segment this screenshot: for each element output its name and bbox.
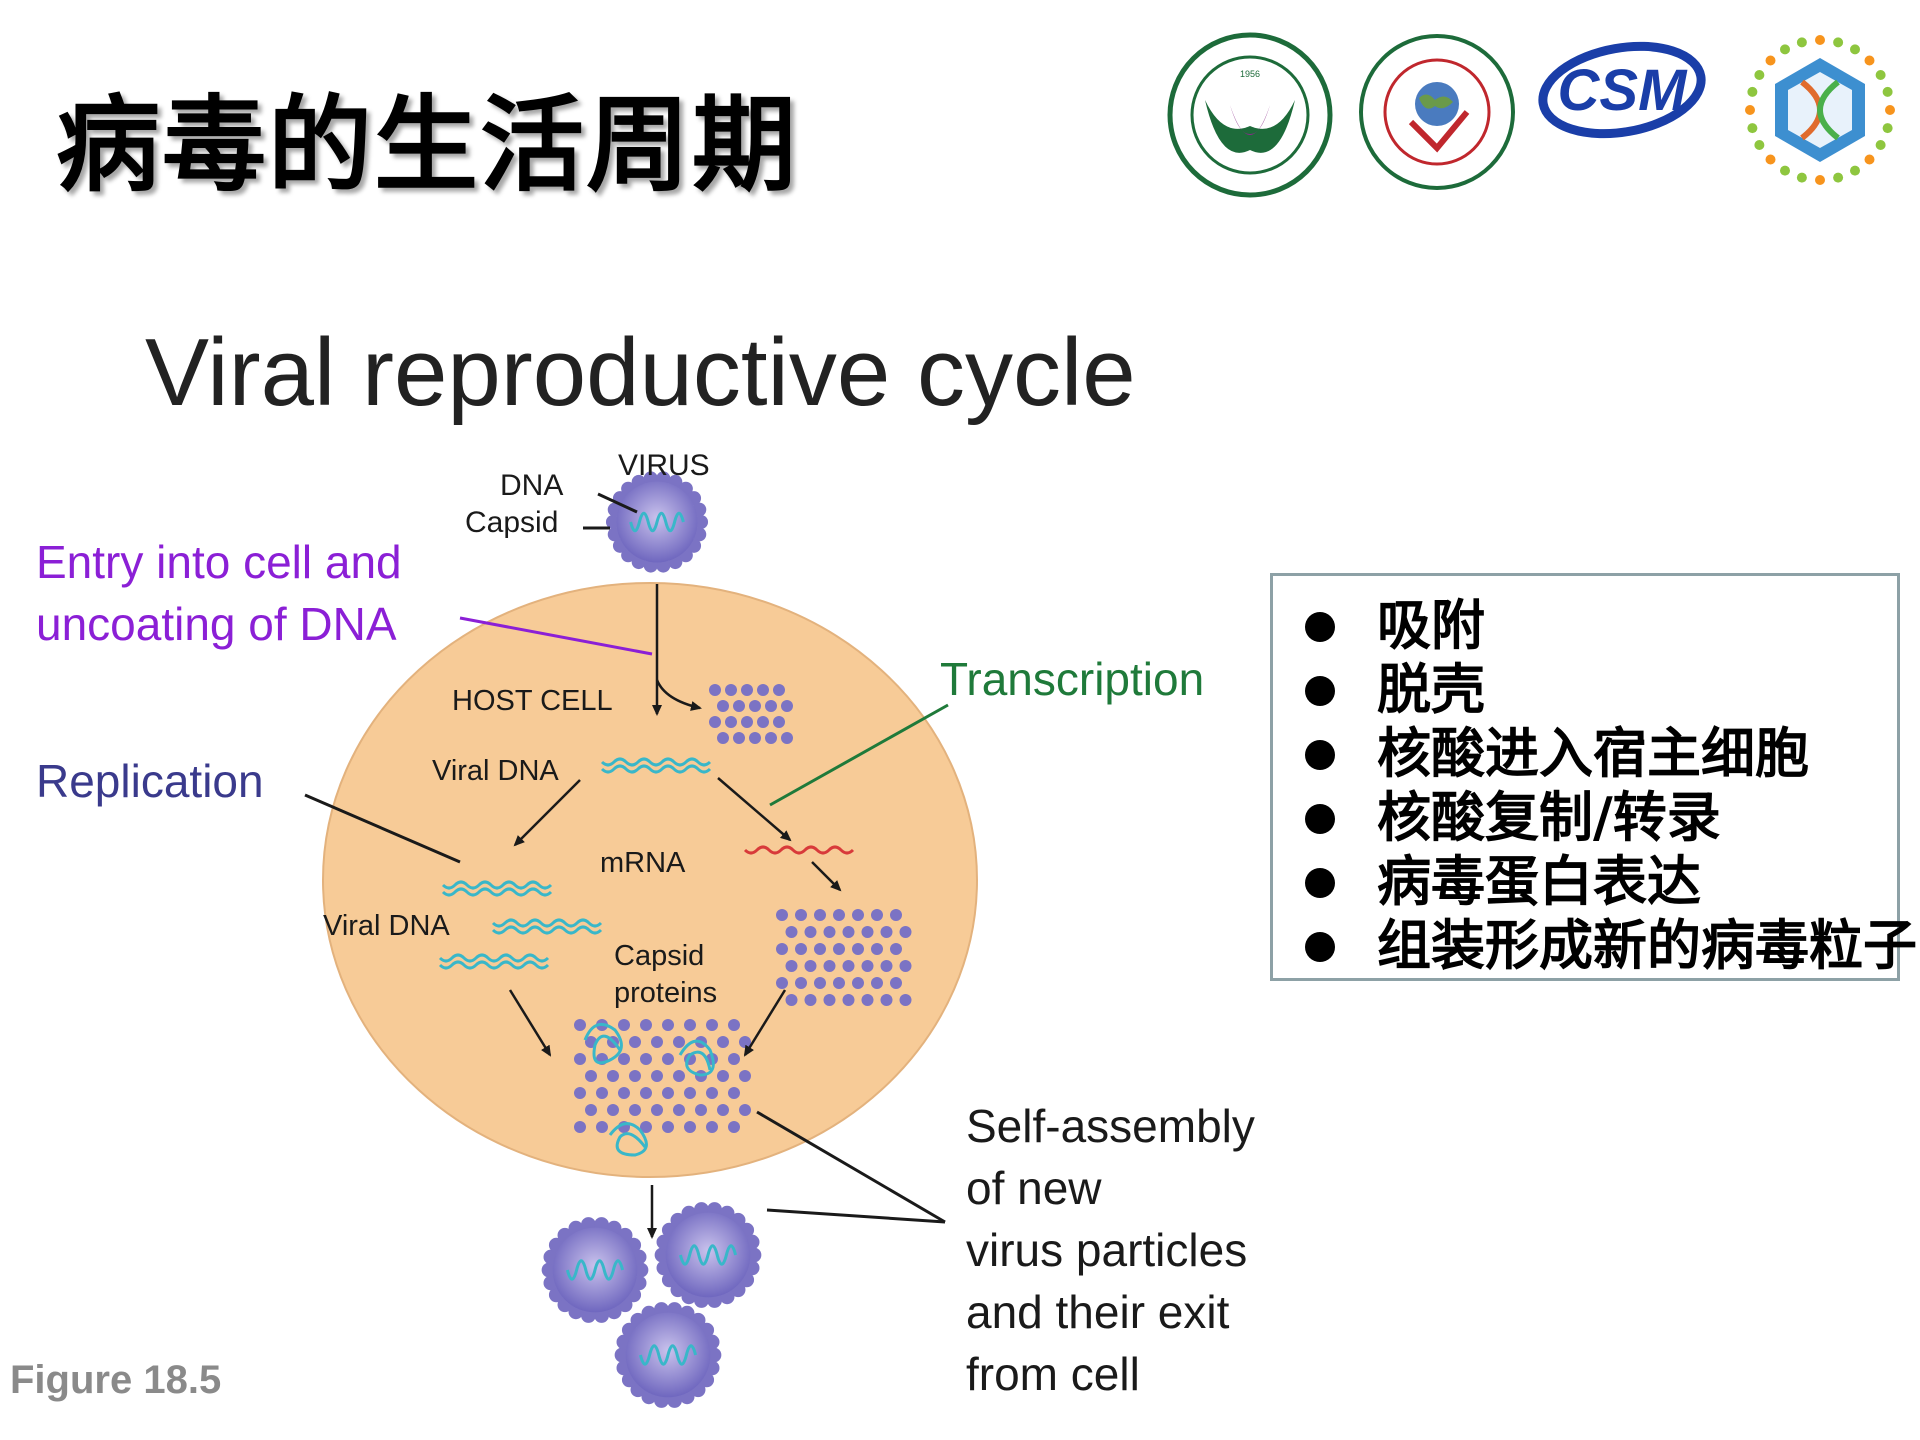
state-key-laboratory-of-virology-logo [1359,34,1515,190]
virus-label: VIRUS [618,449,710,482]
replication-callout: Replication [36,755,264,807]
dna-to-assembly-arrow [508,989,552,1057]
assembly-callout-4: and their exit [966,1286,1230,1338]
viral-dna-strand [600,764,712,774]
step-list: 吸附 脱壳 核酸进入宿主细胞 核酸复制/转录 病毒蛋白表达 组装形成新的病毒粒子 [1295,594,1917,978]
entry-leader-line [459,616,653,656]
transcription-arrow [717,777,792,842]
step-item: 脱壳 [1295,658,1897,722]
figure-caption: Figure 18.5 [10,1358,222,1402]
host-cell [322,582,978,1178]
capsid-protein-cluster [776,909,912,1006]
capsid-proteins-label-1: Capsid [614,940,704,972]
slide-title: 病毒的生活周期 [56,84,799,206]
transcription-callout: Transcription [940,653,1204,705]
capsid-label: Capsid [465,506,558,539]
translation-arrow [811,861,842,892]
step-item: 组装形成新的病毒粒子 [1295,914,1917,978]
assembly-leader-line-1 [756,1110,946,1224]
viral-dna-strand [600,757,712,767]
dna-label: DNA [500,469,563,502]
virus-particle [605,471,709,573]
new-virus-particle [654,1202,762,1308]
csm-logo: CSM [1538,41,1706,139]
step-item: 病毒蛋白表达 [1295,850,1897,914]
assembly-callout-2: of new [966,1162,1102,1214]
step-list-box: 吸附 脱壳 核酸进入宿主细胞 核酸复制/转录 病毒蛋白表达 组装形成新的病毒粒子 [1270,573,1917,981]
entry-callout-1: Entry into cell and [36,536,402,588]
diagram-title: Viral reproductive cycle [145,319,1136,426]
new-virus-particle [614,1302,722,1408]
flow-arrows [508,584,842,1239]
uncoating-arrow [655,679,702,711]
logo-strip: 1956 CSM [1150,30,1910,220]
assembly-callout-5: from cell [966,1348,1140,1400]
new-virus-particle [541,1217,649,1323]
step-item: 核酸复制/转录 [1295,786,1897,850]
replication-arrow [513,779,581,847]
assembly-leader-line-2 [766,1208,946,1224]
dna-pointer [597,492,638,514]
viral-dna-strand [491,925,603,935]
viral-dna-top-label: Viral DNA [432,755,559,787]
entry-callout-2: uncoating of DNA [36,598,397,650]
viral-dna-strand [441,880,553,890]
viral-dna-strand [441,887,553,897]
wuhan-institute-of-virology-logo: 1956 [1167,32,1333,198]
viral-dna-strand [438,960,550,970]
host-cell-label: HOST CELL [452,685,613,717]
viral-dna-left-label: Viral DNA [323,910,450,942]
entry-protein-cluster [709,684,793,744]
viral-dna-strand [491,918,603,928]
transcription-leader-line [769,703,949,807]
step-item: 吸附 [1295,594,1897,658]
replication-leader-line [304,793,461,864]
assembly-callout-1: Self-assembly [966,1100,1255,1152]
protein-to-assembly-arrow [743,989,787,1057]
mrna-label: mRNA [600,847,686,879]
csm-logo-text: CSM [1558,58,1689,123]
dna-hexagon-logo [1745,35,1895,185]
mrna-strand [743,845,855,855]
assembling-capsids [583,1022,715,1157]
logo-year: 1956 [1240,69,1260,79]
viral-dna-strand [438,953,550,963]
capsid-proteins-label-2: proteins [614,977,717,1009]
step-item: 核酸进入宿主细胞 [1295,722,1897,786]
assembly-callout-3: virus particles [966,1224,1247,1276]
